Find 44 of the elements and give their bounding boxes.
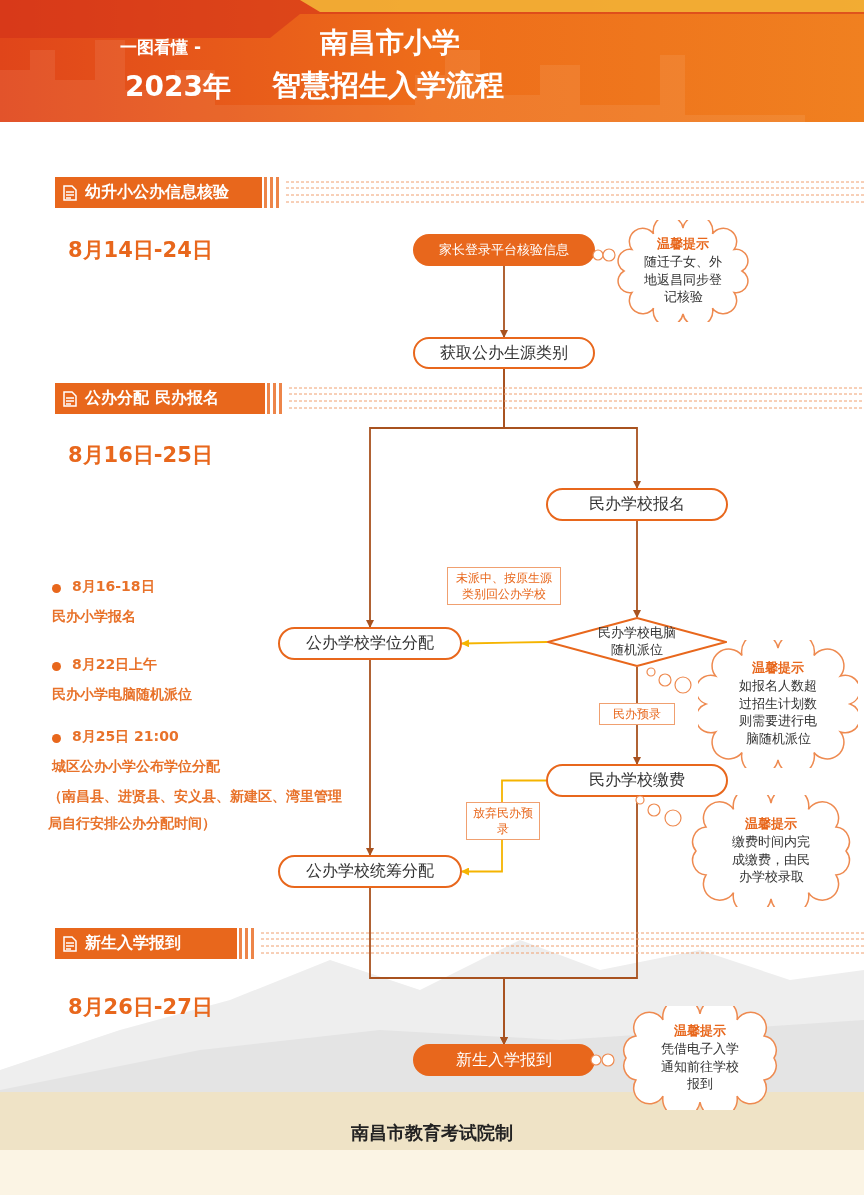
arrow (366, 368, 505, 628)
tip-text: 随迁子女、外地返昌同步登记核验 (643, 253, 723, 306)
tip-text: 缴费时间内完成缴费，由民办学校录取 (731, 833, 811, 886)
date-range: 8月26日-27日 (68, 994, 213, 1021)
tip-heading: 温馨提示 (752, 660, 804, 678)
date-range: 8月16日-25日 (68, 442, 213, 469)
tip-heading: 温馨提示 (745, 816, 797, 834)
tip-text: 如报名人数超过招生计划数则需要进行电脑随机派位 (738, 677, 818, 748)
arrow (500, 265, 508, 338)
tip-heading: 温馨提示 (674, 1023, 726, 1041)
edge-label: 民办预录 (599, 703, 675, 726)
process-pill: 民办学校报名 (546, 488, 728, 521)
date-range: 8月14日-24日 (68, 237, 213, 264)
schedule-date: 8月16-18日 (72, 578, 155, 596)
process-pill: 公办学校学位分配 (278, 627, 462, 660)
step-pill: 家长登录平台核验信息 (413, 234, 595, 266)
arrow (633, 520, 641, 618)
schedule-text: 民办小学电脑随机派位 (52, 685, 192, 704)
edge-label: 未派中、按原生源类别回公办学校 (447, 567, 561, 606)
arrow (366, 659, 374, 856)
decision-diamond: 民办学校电脑随机派位 (547, 617, 727, 667)
schedule-date: 8月25日 21:00 (72, 728, 179, 746)
arrow (461, 639, 548, 648)
process-pill: 公办学校统筹分配 (278, 855, 462, 888)
section-title: 幼升小公办信息核验 (85, 182, 229, 203)
section-title: 公办分配 民办报名 (85, 388, 219, 409)
schedule-note: （南昌县、进贤县、安义县、新建区、湾里管理局自行安排公办分配时间） (48, 787, 343, 833)
footer-credit: 南昌市教育考试院制 (350, 1121, 514, 1145)
process-pill: 民办学校缴费 (546, 764, 728, 797)
header-year: 2023年 (125, 69, 231, 105)
header-subtitle: 一图看懂 - (120, 36, 201, 59)
tip-text: 凭借电子入学通知前往学校报到 (660, 1040, 740, 1093)
process-pill: 获取公办生源类别 (413, 337, 595, 369)
step-pill: 新生入学报到 (413, 1044, 595, 1076)
header-title: 南昌市小学 (320, 25, 460, 61)
section-title: 新生入学报到 (85, 933, 181, 954)
tip-heading: 温馨提示 (657, 236, 709, 254)
edge-label: 放弃民办预录 (466, 802, 540, 841)
schedule-text: 城区公办小学公布学位分配 (52, 757, 221, 776)
schedule-text: 民办小学报名 (52, 607, 136, 626)
thought-cloud (698, 640, 858, 768)
schedule-date: 8月22日上午 (72, 656, 158, 674)
thought-cloud (616, 220, 750, 322)
header-title: 智慧招生入学流程 (272, 67, 504, 104)
